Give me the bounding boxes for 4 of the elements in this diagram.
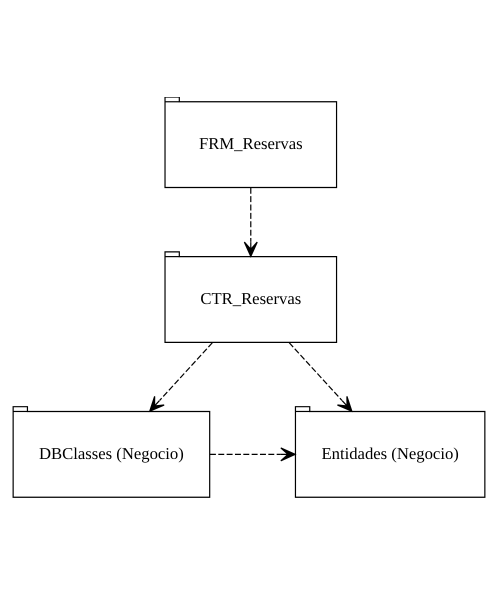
arrow [244,187,258,256]
arrow [149,342,213,412]
arrow [288,342,352,412]
arrow [210,446,296,461]
